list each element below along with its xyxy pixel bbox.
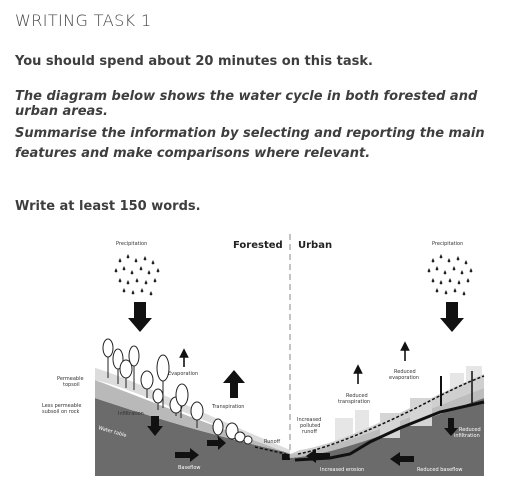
polluted-runoff-label-3: runoff <box>302 429 317 435</box>
urban-precipitation-label: Precipitation <box>432 241 463 247</box>
forested-precipitation-label: Precipitation <box>116 241 147 247</box>
permeable-topsoil-label-2: topsoil <box>63 382 80 388</box>
urban-precipitation-arrow <box>440 302 464 332</box>
urban-erosion-arrow <box>306 449 330 463</box>
baseflow-label: Baseflow <box>178 465 200 471</box>
infiltration-label: Infiltration <box>118 411 144 417</box>
forested-stream <box>282 454 292 460</box>
forested-panel: Precipitation Forested Evaporation Trans… <box>42 240 292 476</box>
forested-subsoil-layer <box>95 398 290 476</box>
reduced-infiltration-label-2: infiltration <box>454 433 480 439</box>
forest-trees <box>102 338 253 445</box>
urban-heading: Urban <box>298 240 332 251</box>
word-count-instruction: Write at least 150 words. <box>15 199 201 214</box>
less-permeable-label-2: subsoil on rock <box>42 409 80 415</box>
runoff-label: Runoff <box>264 439 281 445</box>
permeable-topsoil-label-1: Permeable <box>57 376 84 382</box>
reduced-infiltration-arrow <box>444 418 458 436</box>
evaporation-label: Evaporation <box>168 371 198 377</box>
urban-runoff-line <box>297 375 485 455</box>
forested-heading: Forested <box>233 240 283 251</box>
forested-precipitation-arrow <box>128 302 152 332</box>
forested-runoff-line <box>254 446 287 455</box>
urban-panel: Urban Precipitation Reduced evaporation … <box>290 240 485 476</box>
less-permeable-label-1: Less permeable <box>42 403 81 409</box>
baseflow-arrow <box>175 448 199 462</box>
urban-baseflow-arrow <box>390 452 414 466</box>
task-instruction: Summarise the information by selecting a… <box>15 126 485 161</box>
reduced-transpiration-label-1: Reduced <box>346 393 368 399</box>
water-cycle-diagram: Precipitation Forested Evaporation Trans… <box>42 234 485 476</box>
task-title: WRITING TASK 1 <box>15 11 152 30</box>
increased-erosion-label: Increased erosion <box>320 467 364 473</box>
polluted-runoff-label-2: polluted <box>300 423 320 429</box>
infiltration-arrow <box>147 416 163 436</box>
polluted-runoff-label-1: Increased <box>297 417 321 423</box>
reduced-evaporation-label-1: Reduced <box>394 369 416 375</box>
transpiration-arrow <box>223 370 245 398</box>
reduced-infiltration-label-1: Reduced <box>459 427 481 433</box>
urban-rain-drops <box>427 254 473 296</box>
reduced-baseflow-label: Reduced baseflow <box>417 467 462 473</box>
reduced-evaporation-label-2: evaporation <box>389 375 419 381</box>
transpiration-label: Transpiration <box>211 404 244 410</box>
subsurface-flow-arrow <box>207 436 226 450</box>
reduced-transpiration-label-2: transpiration <box>338 399 370 405</box>
time-instruction: You should spend about 20 minutes on thi… <box>15 54 373 69</box>
task-description: The diagram below shows the water cycle … <box>15 89 478 119</box>
forested-rain-drops <box>114 254 160 296</box>
